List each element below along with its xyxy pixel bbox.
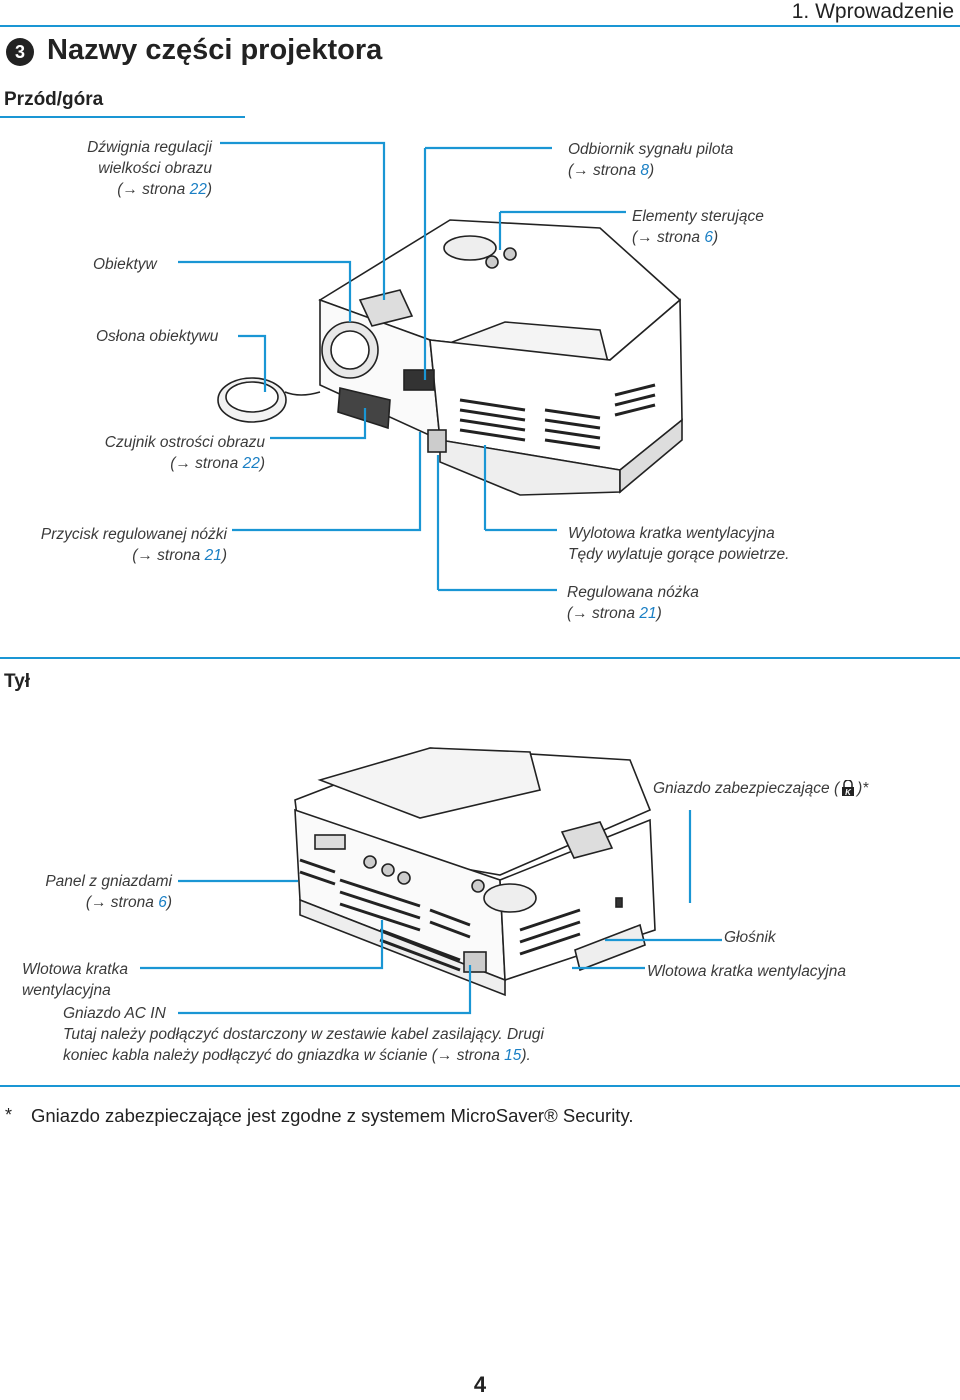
label-lens: Obiektyw: [93, 256, 157, 273]
rear-callout-lines: [140, 810, 722, 1015]
svg-text:K: K: [845, 788, 852, 796]
label-controls: Elementy sterujące (→ strona 6): [632, 208, 764, 246]
label-speaker: Głośnik: [724, 929, 776, 946]
page-ref-link[interactable]: 15: [504, 1047, 522, 1064]
page-ref-link[interactable]: 6: [704, 229, 713, 246]
rear-grill-lines: [299, 858, 581, 972]
section-number-badge: 3: [6, 38, 34, 66]
page-ref-link[interactable]: 21: [639, 605, 657, 622]
front-heading-rule: [0, 116, 245, 118]
page-ref-link[interactable]: 21: [204, 547, 222, 564]
header-rule: [0, 25, 960, 27]
chapter-title: 1. Wprowadzenie: [791, 0, 954, 23]
label-exhaust-vent: Wylotowa kratka wentylacyjna Tędy wylatu…: [568, 525, 790, 563]
label-foot-button: Przycisk regulowanej nóżki (→ strona 21): [40, 526, 227, 564]
footnote-mark: *: [5, 1105, 13, 1125]
label-ac-in: Gniazdo AC IN Tutaj należy podłączyć dos…: [63, 1005, 544, 1064]
page-ref-link[interactable]: 22: [189, 181, 207, 198]
front-callout-lines: [178, 141, 626, 592]
label-focus-sensor: Czujnik ostrości obrazu (→ strona 22): [104, 434, 265, 472]
section-title: Nazwy części projektora: [47, 34, 383, 66]
section-number: 3: [14, 42, 25, 62]
page-number: 4: [473, 1372, 487, 1397]
projector-rear-illustration: [294, 747, 656, 997]
label-lens-cap: Osłona obiektywu: [96, 328, 219, 345]
kensington-lock-icon: K: [841, 779, 855, 797]
label-security-slot: Gniazdo zabezpieczające (K)*: [653, 779, 869, 797]
label-terminal-panel: Panel z gniazdami (→ strona 6): [45, 873, 172, 911]
footnote-text: Gniazdo zabezpieczające jest zgodne z sy…: [31, 1105, 634, 1126]
page-ref-link[interactable]: 22: [242, 455, 260, 472]
label-intake-right: Wlotowa kratka wentylacyjna: [647, 963, 846, 980]
exhaust-grill-lines: [459, 383, 656, 450]
label-intake-left: Wlotowa kratka wentylacyjna: [22, 961, 128, 999]
label-zoom-lever: Dźwignia regulacji wielkości obrazu (→ s…: [87, 139, 212, 198]
label-remote-sensor: Odbiornik sygnału pilota (→ strona 8): [568, 141, 734, 179]
rear-heading-rule: [0, 657, 960, 659]
page-ref-link[interactable]: 6: [158, 894, 167, 911]
footnote-rule: [0, 1085, 960, 1087]
front-heading: Przód/góra: [4, 89, 104, 110]
projector-front-illustration: [318, 219, 683, 496]
label-adjustable-foot: Regulowana nóżka (→ strona 21): [567, 584, 699, 622]
lens-cap-illustration: [217, 377, 321, 423]
page-ref-link[interactable]: 8: [640, 162, 649, 179]
rear-heading: Tył: [4, 671, 31, 692]
